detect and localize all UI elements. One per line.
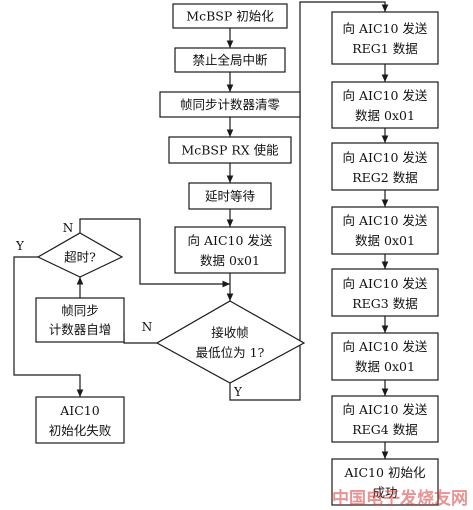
node-send-reg4-line2: REG4 数据 [352,422,417,437]
node-init-success-line1: AIC10 初始化 [344,465,426,480]
node-send-0x01-c: 向 AIC10 发送 数据 0x01 [331,332,439,381]
watermark: 中国电子发烧友网 [332,488,468,509]
node-send-0x01-c-line2: 数据 0x01 [355,359,415,374]
node-init-failed-line1: AIC10 [59,403,99,418]
node-send-0x01-a: 向 AIC10 发送 数据 0x01 [331,81,439,129]
node-send-0x01-c-line1: 向 AIC10 发送 [343,339,428,354]
node-send-reg1-line1: 向 AIC10 发送 [343,21,428,36]
label-receive-yes: Y [233,385,243,399]
node-clear-counter: 帧同步计数器清零 [159,91,301,118]
node-send-0x01-line2: 数据 0x01 [200,253,260,268]
node-send-0x01-b: 向 AIC10 发送 数据 0x01 [331,206,439,255]
node-init-success-line2: 成功 [372,485,397,500]
node-mcbsp-init: McBSP 初始化 [172,3,288,29]
node-send-0x01-a-line1: 向 AIC10 发送 [343,88,428,103]
node-send-0x01-a-line2: 数据 0x01 [355,108,415,123]
node-send-reg3-line2: REG3 数据 [352,296,417,311]
node-send-reg4-line1: 向 AIC10 发送 [343,402,428,417]
node-frame-counter-increment-line1: 帧同步 [61,303,99,318]
label-receive-no: N [142,320,153,334]
node-send-0x01: 向 AIC10 发送 数据 0x01 [174,226,286,274]
node-delay-wait-label: 延时等待 [205,189,256,204]
decision-receive-frame: 接收帧 最低位为 1? [155,300,306,384]
decision-timeout-label: 超时? [64,250,96,265]
decision-timeout: 超时? [36,232,124,278]
label-timeout-no: N [63,221,74,235]
arrow-timeout-yes-to-fail [13,256,84,397]
decision-receive-frame-line2: 最低位为 1? [196,345,265,360]
node-send-reg4: 向 AIC10 发送 REG4 数据 [331,395,439,443]
node-send-0x01-line1: 向 AIC10 发送 [188,233,273,248]
node-send-reg2: 向 AIC10 发送 REG2 数据 [331,142,439,191]
node-send-reg1: 向 AIC10 发送 REG1 数据 [331,11,439,65]
node-mcbsp-init-label: McBSP 初始化 [186,9,274,24]
node-send-0x01-b-line2: 数据 0x01 [355,233,415,248]
arrow-recv-yes-to-right [229,1,389,401]
node-send-reg2-line1: 向 AIC10 发送 [343,150,428,165]
node-disable-interrupt: 禁止全局中断 [174,47,286,73]
node-send-0x01-b-line1: 向 AIC10 发送 [343,213,428,228]
node-mcbsp-rx-enable-label: McBSP RX 使能 [181,143,279,158]
node-disable-interrupt-label: 禁止全局中断 [192,53,267,68]
decision-receive-frame-line1: 接收帧 [211,325,249,340]
node-send-reg1-line2: REG1 数据 [352,41,417,56]
node-init-failed-line2: 初始化失败 [49,423,112,438]
node-send-reg3: 向 AIC10 发送 REG3 数据 [331,268,439,317]
node-init-success: AIC10 初始化 成功 [331,458,439,506]
node-delay-wait: 延时等待 [188,182,272,210]
node-frame-counter-increment-line2: 计数器自增 [49,322,112,337]
arrow-timeout-no-loop [79,218,230,288]
node-send-reg2-line2: REG2 数据 [352,170,417,185]
node-frame-counter-increment: 帧同步 计数器自增 [35,297,125,343]
node-clear-counter-label: 帧同步计数器清零 [180,97,281,112]
node-send-reg3-line1: 向 AIC10 发送 [343,276,428,291]
label-timeout-yes: Y [15,239,25,253]
node-mcbsp-rx-enable: McBSP RX 使能 [168,136,292,164]
node-init-failed: AIC10 初始化失败 [35,396,125,444]
